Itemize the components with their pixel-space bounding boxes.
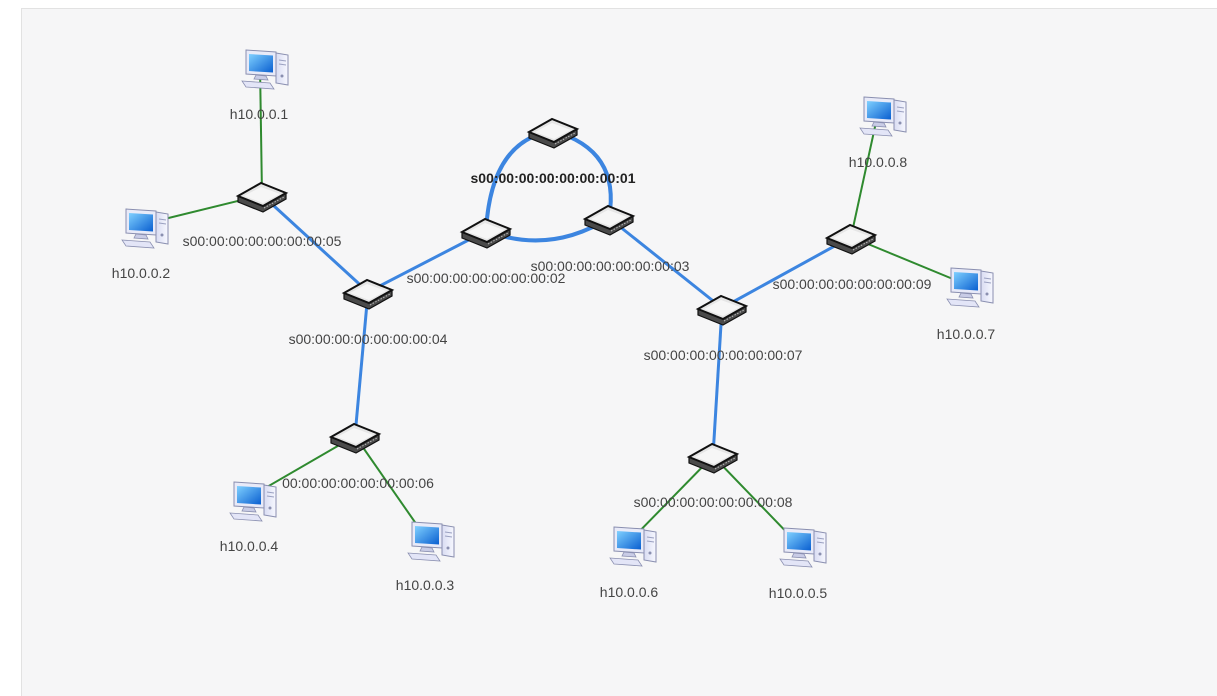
switch-icon <box>688 443 738 474</box>
host-node-h6[interactable] <box>609 526 657 567</box>
link-s7-s9[interactable] <box>721 235 852 310</box>
switch-node-s8[interactable] <box>688 443 738 474</box>
computer-icon <box>241 49 289 90</box>
computer-icon <box>121 208 169 249</box>
computer-icon <box>779 527 827 568</box>
switch-icon <box>461 218 511 249</box>
link-s7-s8[interactable] <box>711 307 724 457</box>
host-label-h4: h10.0.0.4 <box>220 538 279 554</box>
host-label-h2: h10.0.0.2 <box>112 265 171 281</box>
switch-label-s4: s00:00:00:00:00:00:00:04 <box>289 331 448 347</box>
switch-label-s2: s00:00:00:00:00:00:00:02 <box>407 270 566 286</box>
computer-icon <box>609 526 657 567</box>
host-label-h7: h10.0.0.7 <box>937 326 996 342</box>
host-node-h4[interactable] <box>229 481 277 522</box>
host-node-h2[interactable] <box>121 208 169 249</box>
switch-node-s2[interactable] <box>461 218 511 249</box>
switch-node-s1[interactable] <box>528 118 578 149</box>
switch-label-s1: s00:00:00:00:00:00:00:01 <box>471 170 636 186</box>
host-node-h7[interactable] <box>946 267 994 308</box>
link-s2-s4[interactable] <box>367 229 487 294</box>
switch-label-s9: s00:00:00:00:00:00:00:09 <box>773 276 932 292</box>
host-label-h1: h10.0.0.1 <box>230 106 289 122</box>
computer-icon <box>946 267 994 308</box>
link-s6-h3[interactable] <box>354 435 427 539</box>
host-node-h5[interactable] <box>779 527 827 568</box>
host-label-h3: h10.0.0.3 <box>396 577 455 593</box>
host-node-h8[interactable] <box>859 96 907 137</box>
computer-icon <box>859 96 907 137</box>
host-label-h5: h10.0.0.5 <box>769 585 828 601</box>
switch-icon <box>330 423 380 454</box>
switch-label-s5: s00:00:00:00:00:00:00:05 <box>183 233 342 249</box>
host-node-h1[interactable] <box>241 49 289 90</box>
switch-label-s6: 00:00:00:00:00:00:00:06 <box>282 475 434 491</box>
switch-label-s3: s00:00:00:00:00:00:00:03 <box>531 258 690 274</box>
computer-icon <box>229 481 277 522</box>
nodes-layer: h10.0.0.1 h10.0.0.2 h10.0.0.3 h10.0.0.4 h10.… <box>112 49 996 601</box>
link-s4-s5[interactable] <box>260 193 370 294</box>
switch-icon <box>826 224 876 255</box>
switch-node-s6[interactable] <box>330 423 380 454</box>
computer-icon <box>407 521 455 562</box>
link-s4-s6[interactable] <box>353 291 370 437</box>
switch-node-s9[interactable] <box>826 224 876 255</box>
switch-icon <box>237 182 287 213</box>
link-s9-h7[interactable] <box>850 236 966 285</box>
link-s3-s7[interactable] <box>608 216 723 310</box>
host-label-h6: h10.0.0.6 <box>600 584 659 600</box>
host-label-h8: h10.0.0.8 <box>849 154 908 170</box>
switch-icon <box>528 118 578 149</box>
host-node-h3[interactable] <box>407 521 455 562</box>
switch-label-s8: s00:00:00:00:00:00:00:08 <box>634 494 793 510</box>
topology-canvas[interactable] <box>21 8 1217 696</box>
switch-node-s5[interactable] <box>237 182 287 213</box>
switch-label-s7: s00:00:00:00:00:00:00:07 <box>644 347 803 363</box>
